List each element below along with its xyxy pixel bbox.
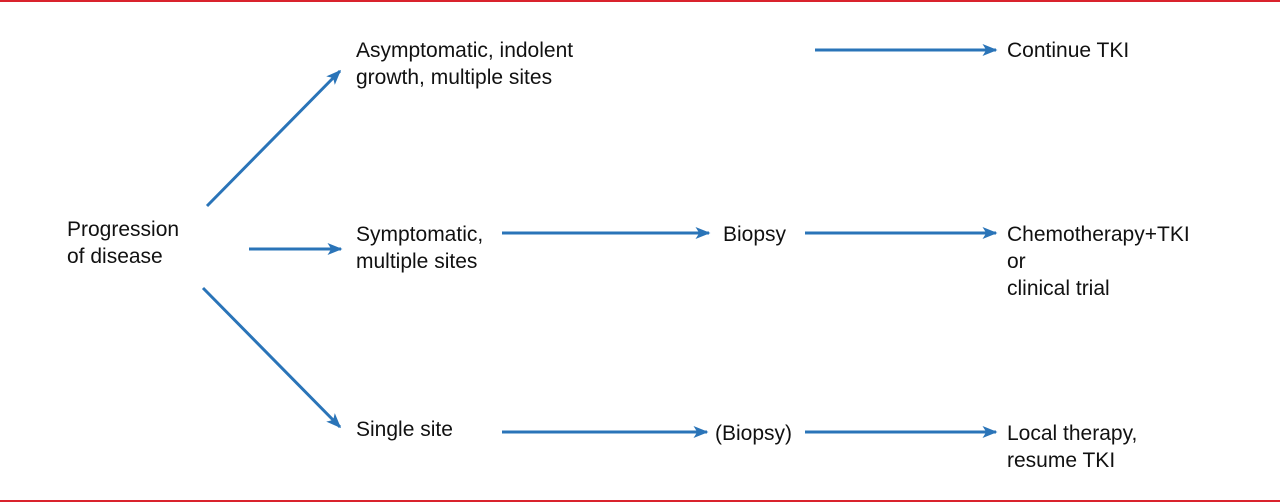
bottom-rule <box>0 500 1280 502</box>
node-text-line: Progression <box>67 218 180 241</box>
node-single-site: Single site <box>356 416 453 443</box>
arrow-start-to-asymptomatic <box>205 69 342 208</box>
node-text-line: Asymptomatic, indolent <box>356 39 574 62</box>
node-asymptomatic: Asymptomatic, indolent growth, multiple … <box>356 37 573 91</box>
node-text-line: resume TKI <box>1007 449 1116 472</box>
node-text-line: multiple sites <box>356 250 478 273</box>
node-text-line: growth, multiple sites <box>356 66 553 89</box>
node-text-line: Symptomatic, <box>356 223 484 246</box>
node-chemotherapy: Chemotherapy+TKI or clinical trial <box>1007 221 1190 302</box>
node-text-line: Continue TKI <box>1007 39 1130 62</box>
node-biopsy-optional: (Biopsy) <box>715 420 792 447</box>
node-symptomatic: Symptomatic, multiple sites <box>356 221 483 275</box>
node-text-line: Chemotherapy+TKI <box>1007 223 1190 246</box>
top-rule <box>0 0 1280 2</box>
node-text-line: clinical trial <box>1007 277 1110 300</box>
node-text-line: of disease <box>67 245 163 268</box>
node-continue-tki: Continue TKI <box>1007 37 1129 64</box>
node-text-line: Single site <box>356 418 453 441</box>
node-text-line: Local therapy, <box>1007 422 1138 445</box>
node-local-therapy: Local therapy, resume TKI <box>1007 420 1137 474</box>
node-biopsy: Biopsy <box>723 221 786 248</box>
node-text-line: (Biopsy) <box>715 422 793 445</box>
arrow-start-to-single-site <box>201 286 342 429</box>
node-progression-of-disease: Progression of disease <box>67 216 179 270</box>
node-text-line: or <box>1007 250 1026 273</box>
node-text-line: Biopsy <box>723 223 787 246</box>
